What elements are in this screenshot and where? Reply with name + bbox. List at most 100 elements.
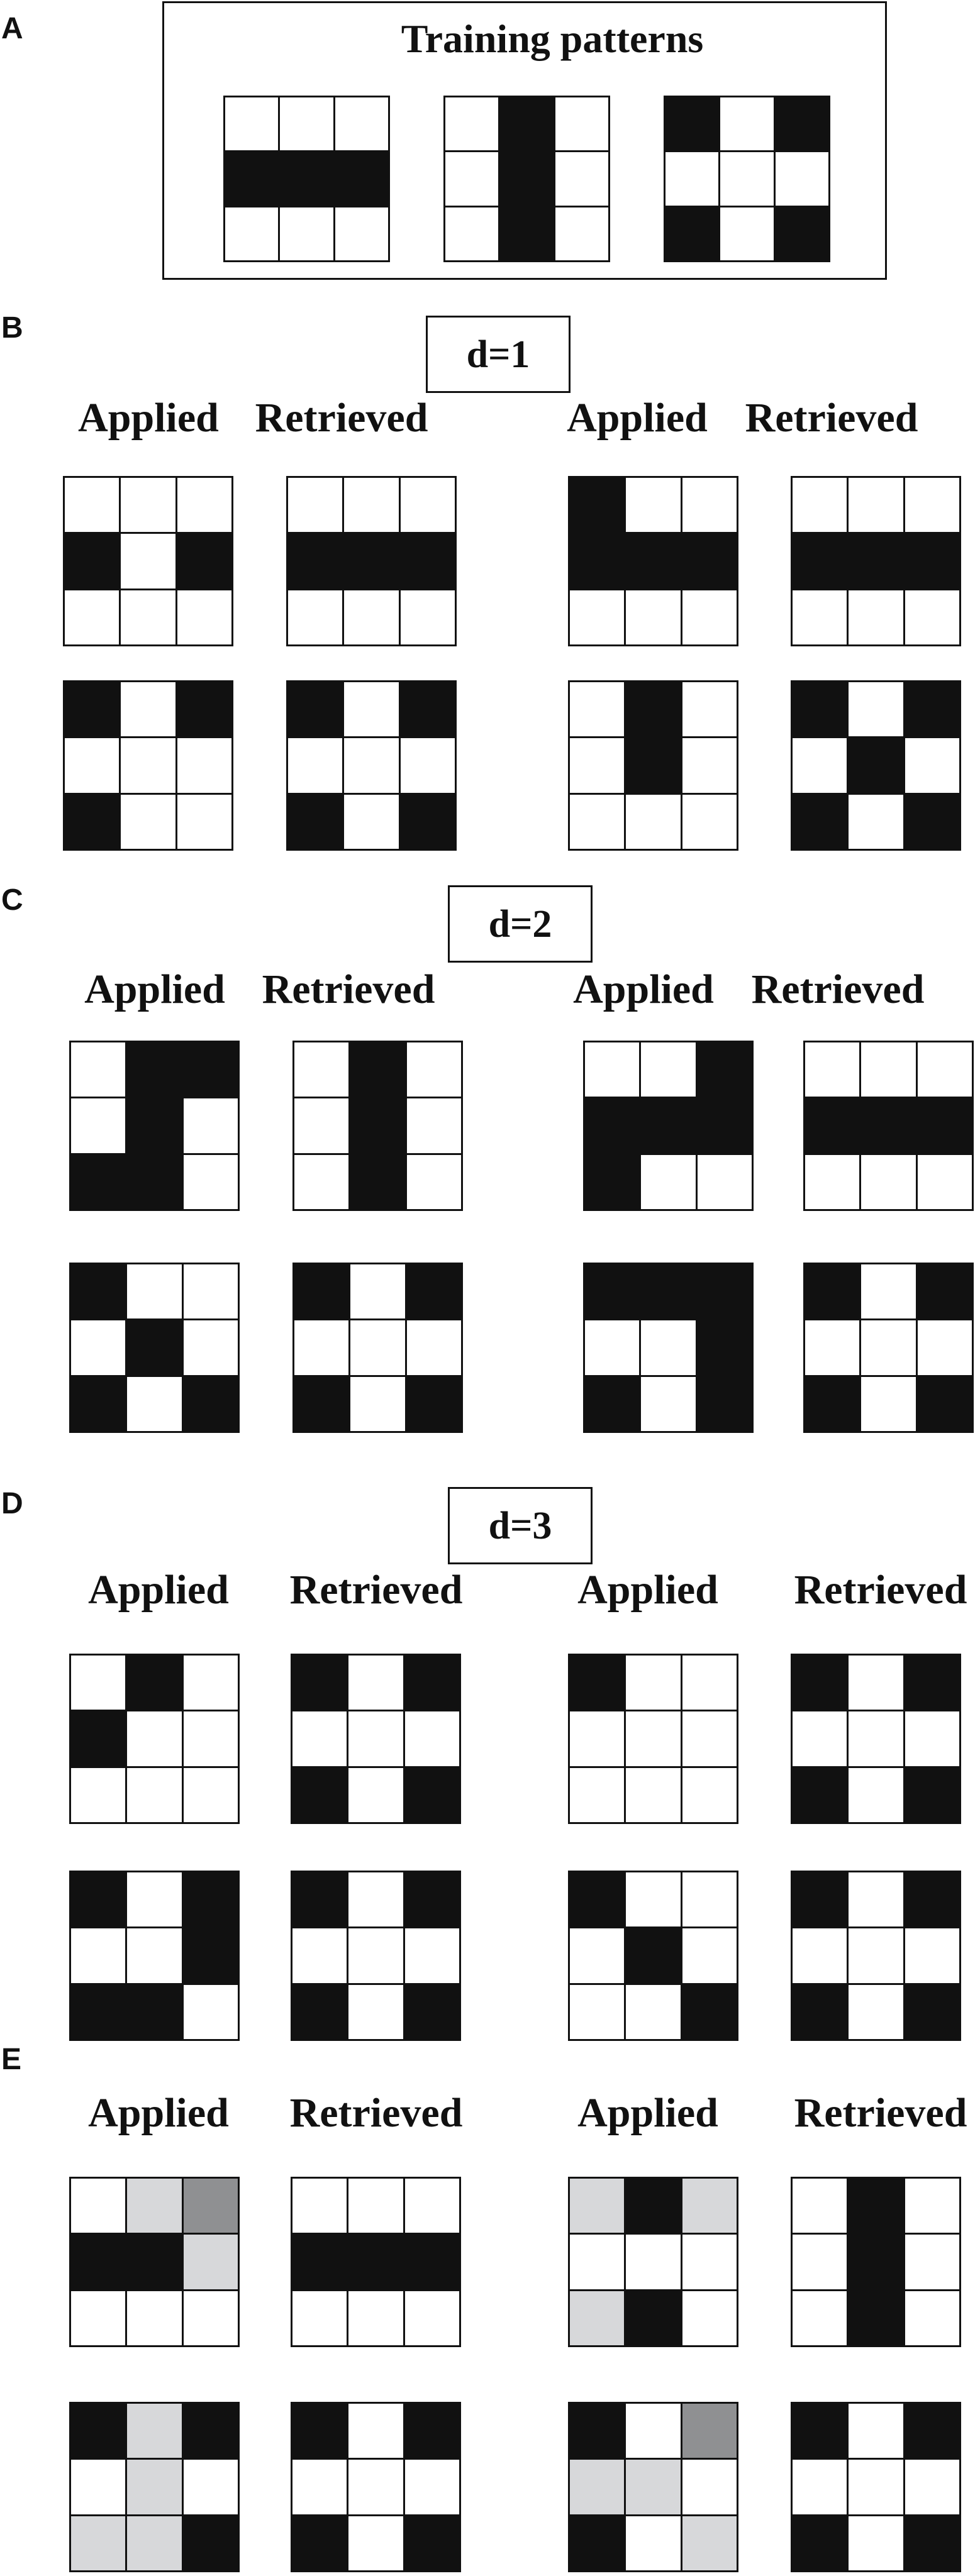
grid-cell [348,1374,407,1433]
grid-cell [443,205,501,262]
applied-pattern-grid [69,1041,240,1211]
grid-cell [791,476,849,534]
grid-cell [125,1926,184,1985]
grid-cell [181,1710,240,1768]
grid-cell [119,792,177,851]
grid-cell [292,1318,351,1377]
grid-cell [403,1926,461,1985]
grid-cell [680,588,738,646]
grid-cell [680,2514,738,2572]
grid-cell [347,1766,405,1824]
grid-cell [903,2289,961,2347]
grid-cell [125,1041,184,1099]
grid-cell [291,1982,349,2041]
training-patterns-title: Training patterns [401,16,704,61]
grid-cell [803,1097,862,1155]
grid-cell [568,1654,626,1712]
grid-cell [125,1982,184,2041]
grid-cell [915,1374,974,1433]
retrieved-header: Retrieved [255,395,428,441]
grid-cell [791,1982,849,2041]
grid-cell [791,2289,849,2347]
grid-cell [181,1153,240,1211]
grid-cell [181,1318,240,1377]
applied-header: Applied [577,1567,718,1613]
grid-cell [803,1153,862,1211]
grid-cell [791,588,849,646]
grid-cell [69,1926,128,1985]
grid-cell [803,1318,862,1377]
grid-cell [286,792,345,851]
grid-cell [333,96,390,153]
grid-cell [119,680,177,739]
grid-cell [903,1654,961,1712]
retrieved-header: Retrieved [289,2090,463,2136]
grid-cell [791,1654,849,1712]
retrieved-header: Retrieved [794,1567,967,1613]
grid-cell [119,588,177,646]
grid-cell [223,150,281,207]
grid-cell [624,532,682,590]
grid-cell [847,1654,905,1712]
applied-pattern-grid [69,1871,240,2041]
grid-cell [404,1374,463,1433]
grid-cell [568,792,626,851]
grid-cell [680,1766,738,1824]
grid-cell [791,1766,849,1824]
grid-cell [847,2289,905,2347]
grid-cell [291,2233,349,2291]
grid-cell [291,1654,349,1712]
grid-cell [915,1041,974,1099]
grid-cell [553,96,610,153]
grid-cell [63,588,121,646]
applied-header: Applied [88,1567,229,1613]
grid-cell [333,150,390,207]
grid-cell [63,532,121,590]
grid-cell [568,2402,626,2460]
grid-cell [583,1041,642,1099]
grid-cell [181,2402,240,2460]
grid-cell [175,532,233,590]
retrieved-pattern-grid [803,1041,974,1211]
grid-cell [680,1871,738,1929]
grid-cell [903,1871,961,1929]
grid-cell [568,1871,626,1929]
applied-pattern-grid [69,2402,240,2572]
grid-cell [498,205,555,262]
grid-cell [568,588,626,646]
grid-cell [63,792,121,851]
grid-cell [125,1871,184,1929]
grid-cell [583,1374,642,1433]
grid-cell [680,2177,738,2235]
grid-cell [286,476,345,534]
grid-cell [125,2289,184,2347]
grid-cell [278,150,335,207]
grid-cell [680,1926,738,1985]
grid-cell [680,680,738,739]
grid-cell [859,1153,918,1211]
retrieved-pattern-grid [791,680,961,851]
grid-cell [181,1374,240,1433]
retrieved-pattern-grid [291,2177,461,2347]
grid-cell [292,1041,351,1099]
grid-cell [291,2289,349,2347]
grid-cell [403,2514,461,2572]
grid-cell [791,2402,849,2460]
grid-cell [347,2233,405,2291]
grid-cell [125,2514,184,2572]
grid-cell [333,205,390,262]
grid-cell [347,1982,405,2041]
grid-cell [292,1153,351,1211]
distance-box-b: d=1 [426,316,571,393]
grid-cell [403,2458,461,2516]
grid-cell [680,1654,738,1712]
grid-cell [342,476,401,534]
grid-cell [915,1318,974,1377]
grid-cell [624,2177,682,2235]
grid-cell [847,532,905,590]
grid-cell [403,2233,461,2291]
grid-cell [773,150,830,207]
grid-cell [342,792,401,851]
grid-cell [568,2233,626,2291]
training-pattern-grid [223,96,390,262]
